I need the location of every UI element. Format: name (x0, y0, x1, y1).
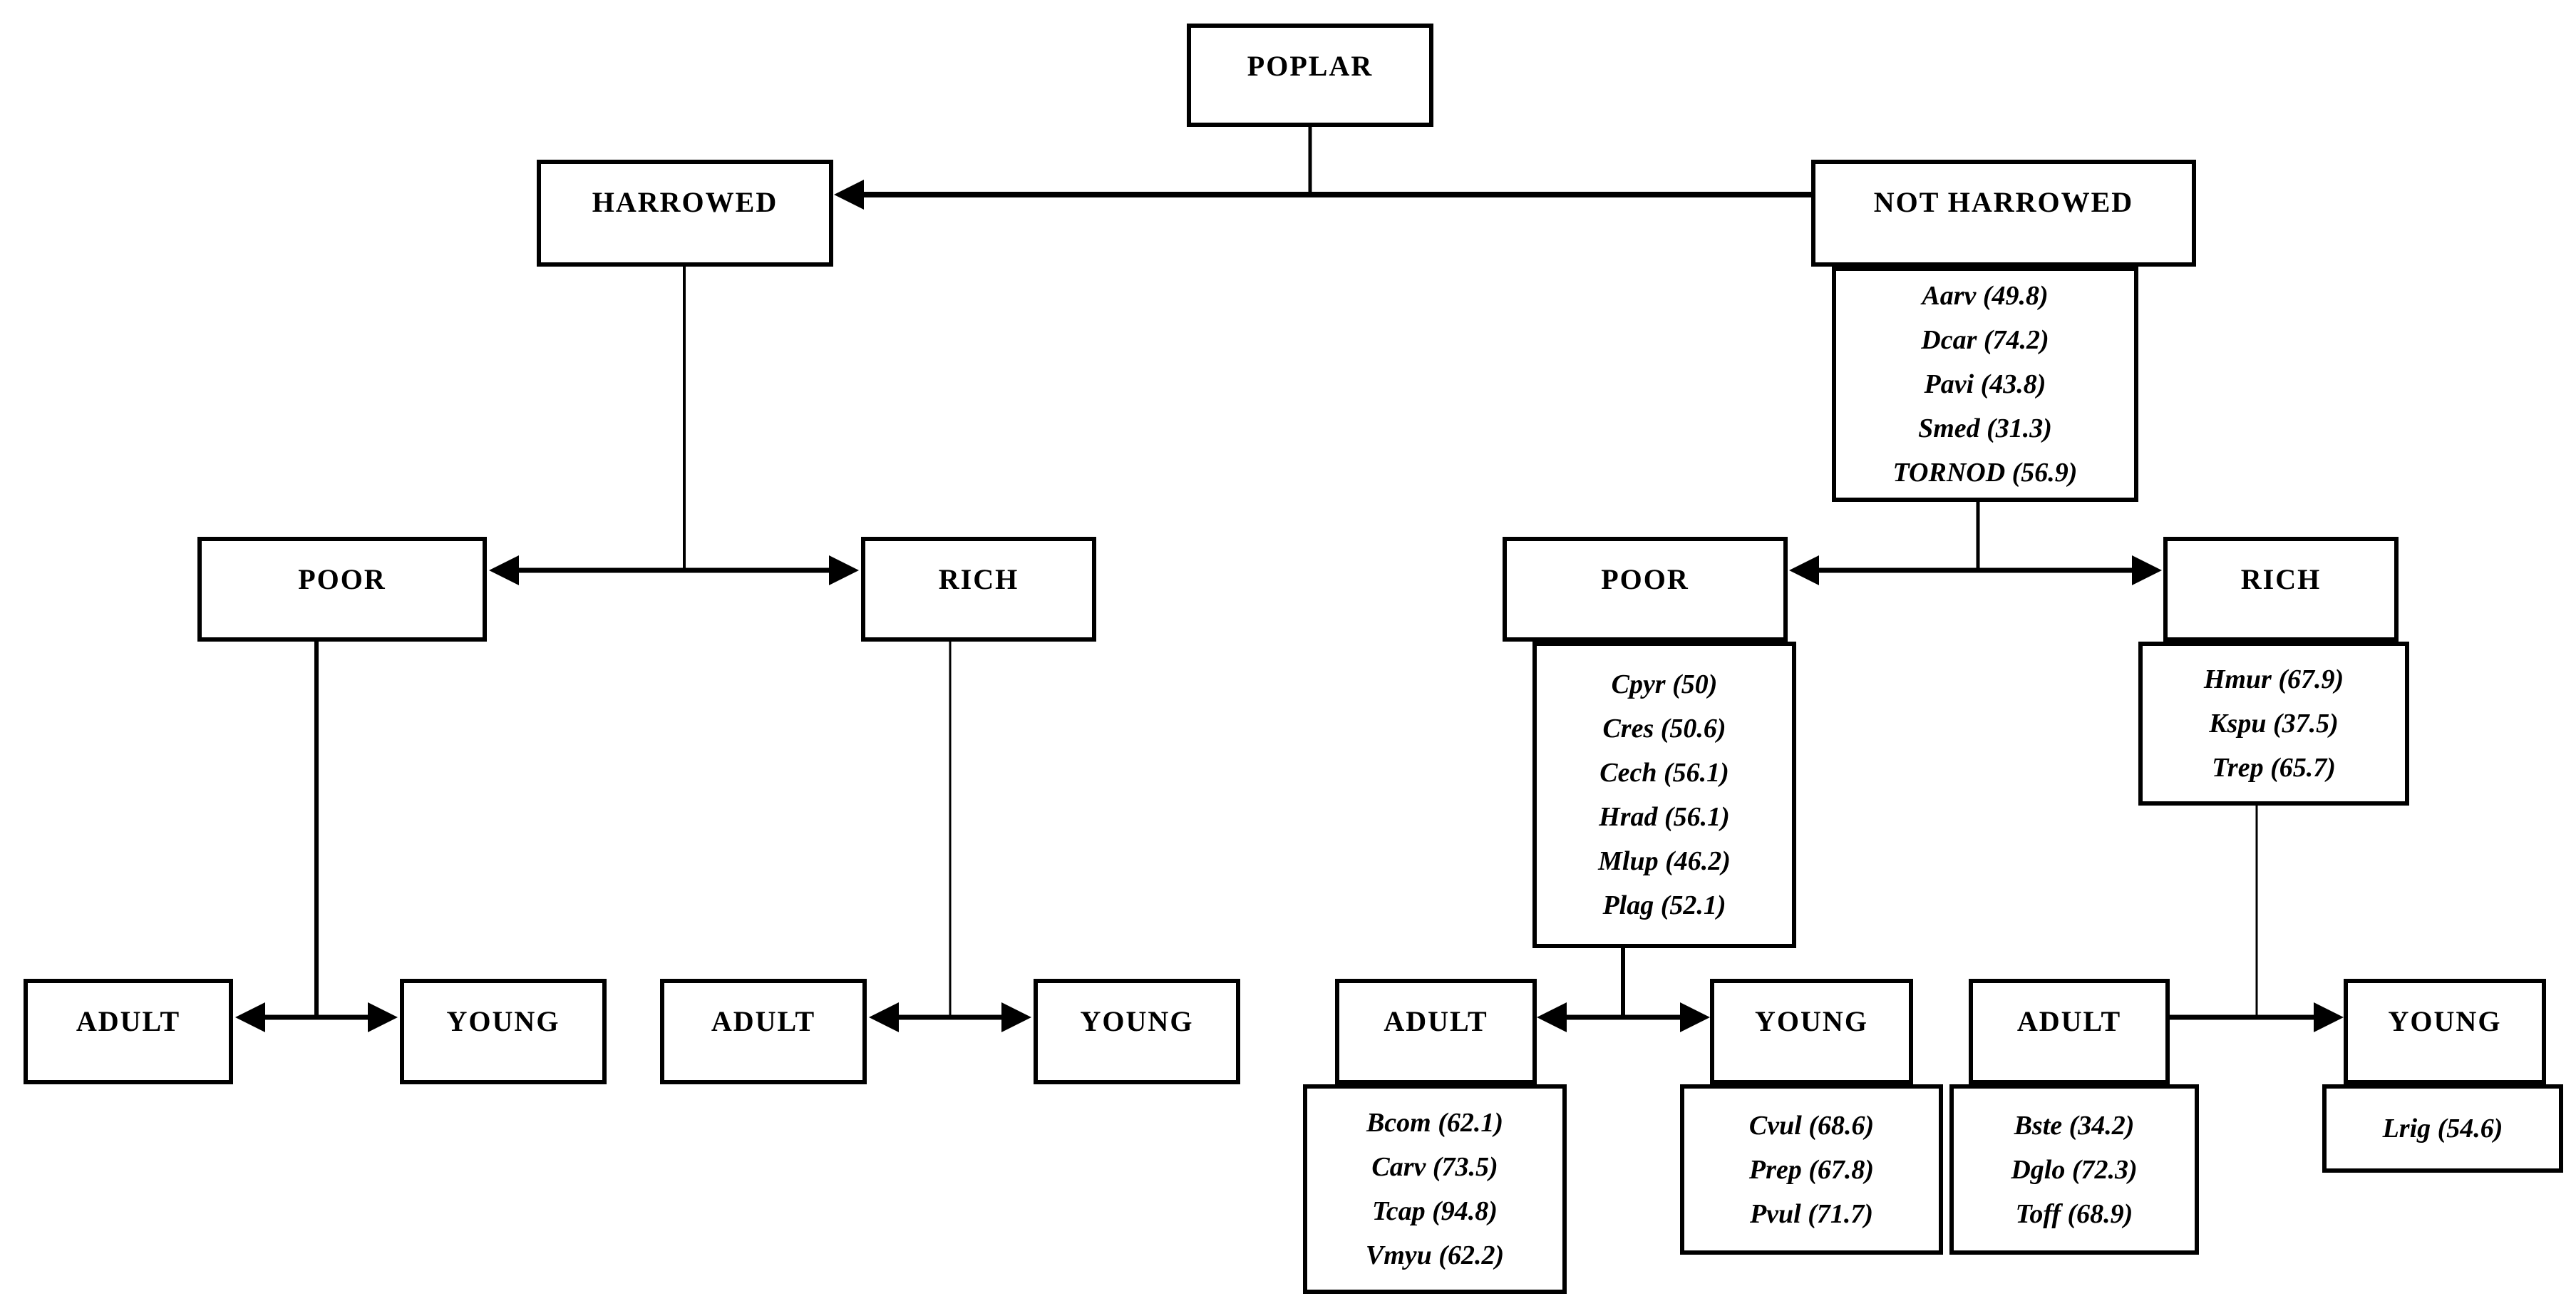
species-item: Cvul (68.6) (1748, 1110, 1875, 1141)
species-box-nh-rich-young: Lrig (54.6) (2322, 1084, 2563, 1173)
arrowhead-into-nh-rich-young (2314, 1002, 2344, 1032)
node-nh-rich-young: YOUNG (2344, 979, 2546, 1084)
species-item: Bcom (62.1) (1366, 1108, 1504, 1138)
node-h-rich-adult: ADULT (660, 979, 867, 1084)
species-item: Tcap (94.8) (1372, 1196, 1498, 1226)
species-item: Mlup (46.2) (1598, 846, 1731, 876)
node-h-poor-adult-label: ADULT (76, 1005, 181, 1037)
species-item: Trep (65.7) (2212, 753, 2336, 783)
node-nh-rich: RICH (2163, 537, 2399, 642)
arrowhead-into-nh-poor-adult (1537, 1002, 1567, 1032)
node-harrowed-poor: POOR (197, 537, 487, 642)
arrowhead-into-h-poor-adult (235, 1002, 265, 1032)
species-item: Cech (56.1) (1599, 758, 1729, 788)
node-h-poor-young-label: YOUNG (446, 1005, 560, 1037)
node-nh-poor: POOR (1503, 537, 1788, 642)
species-item: Carv (73.5) (1371, 1152, 1498, 1182)
arrowhead-into-h-rich-adult (869, 1002, 899, 1032)
arrowhead-into-harrowed (834, 180, 864, 210)
species-item: Pvul (71.7) (1749, 1198, 1874, 1229)
node-nh-poor-adult-label: ADULT (1384, 1005, 1488, 1037)
species-item: Smed (31.3) (1918, 413, 2052, 443)
node-nh-poor-label: POOR (1601, 563, 1689, 595)
node-poplar-label: POPLAR (1247, 50, 1374, 82)
species-item: Prep (67.8) (1748, 1154, 1875, 1185)
species-box-nh-rich: Hmur (67.9) Kspu (37.5) Trep (65.7) (2138, 642, 2409, 806)
node-harrowed-rich: RICH (861, 537, 1096, 642)
species-box-nh-poor-adult: Bcom (62.1) Carv (73.5) Tcap (94.8) Vmyu… (1303, 1084, 1567, 1294)
node-nh-rich-young-label: YOUNG (2388, 1005, 2502, 1037)
arrowhead-into-h-rich-young (1001, 1002, 1031, 1032)
node-not-harrowed-label: NOT HARROWED (1873, 186, 2134, 218)
species-item: Aarv (49.8) (1922, 281, 2049, 311)
species-item: Plag (52.1) (1602, 890, 1726, 920)
species-item: Kspu (37.5) (2209, 709, 2339, 739)
species-box-nh-poor: Cpyr (50) Cres (50.6) Cech (56.1) Hrad (… (1532, 642, 1796, 948)
species-item: Dcar (74.2) (1921, 325, 2049, 355)
species-box-not-harrowed: Aarv (49.8) Dcar (74.2) Pavi (43.8) Smed… (1832, 267, 2138, 502)
species-item: TORNOD (56.9) (1892, 458, 2078, 488)
species-item: Cpyr (50) (1611, 669, 1718, 699)
node-h-poor-adult: ADULT (24, 979, 233, 1084)
node-harrowed-poor-label: POOR (298, 563, 386, 595)
arrowhead-into-nh-rich (2132, 555, 2162, 585)
node-h-poor-young: YOUNG (400, 979, 607, 1084)
species-item: Bste (34.2) (2014, 1110, 2135, 1141)
node-nh-rich-adult-label: ADULT (2016, 1005, 2122, 1037)
node-nh-rich-label: RICH (2240, 563, 2322, 595)
node-nh-poor-young-label: YOUNG (1755, 1005, 1868, 1037)
node-h-rich-young: YOUNG (1034, 979, 1240, 1084)
species-item: Hmur (67.9) (2203, 664, 2344, 694)
species-box-nh-poor-young: Cvul (68.6) Prep (67.8) Pvul (71.7) (1680, 1084, 1943, 1255)
arrowhead-into-harrowed-poor (489, 555, 519, 585)
species-item: Toff (68.9) (2015, 1198, 2133, 1229)
arrowhead-into-h-poor-young (368, 1002, 398, 1032)
species-item: Pavi (43.8) (1924, 369, 2046, 399)
node-nh-rich-adult: ADULT (1969, 979, 2170, 1084)
species-item: Dglo (72.3) (2011, 1154, 2138, 1185)
node-not-harrowed: NOT HARROWED (1811, 160, 2196, 267)
arrowhead-into-harrowed-rich (829, 555, 859, 585)
node-harrowed-label: HARROWED (592, 186, 778, 218)
node-nh-poor-adult: ADULT (1335, 979, 1537, 1084)
node-nh-poor-young: YOUNG (1710, 979, 1913, 1084)
species-item: Lrig (54.6) (2382, 1114, 2503, 1143)
species-item: Hrad (56.1) (1599, 802, 1730, 832)
node-h-rich-adult-label: ADULT (711, 1005, 816, 1037)
node-harrowed: HARROWED (537, 160, 833, 267)
node-h-rich-young-label: YOUNG (1080, 1005, 1194, 1037)
species-box-nh-rich-adult: Bste (34.2) Dglo (72.3) Toff (68.9) (1949, 1084, 2199, 1255)
species-item: Vmyu (62.2) (1365, 1240, 1505, 1270)
arrowhead-into-nh-poor-young (1680, 1002, 1710, 1032)
node-harrowed-rich-label: RICH (938, 563, 1019, 595)
arrowhead-into-nh-poor (1789, 555, 1819, 585)
node-poplar: POPLAR (1187, 24, 1433, 127)
species-item: Cres (50.6) (1602, 714, 1726, 744)
